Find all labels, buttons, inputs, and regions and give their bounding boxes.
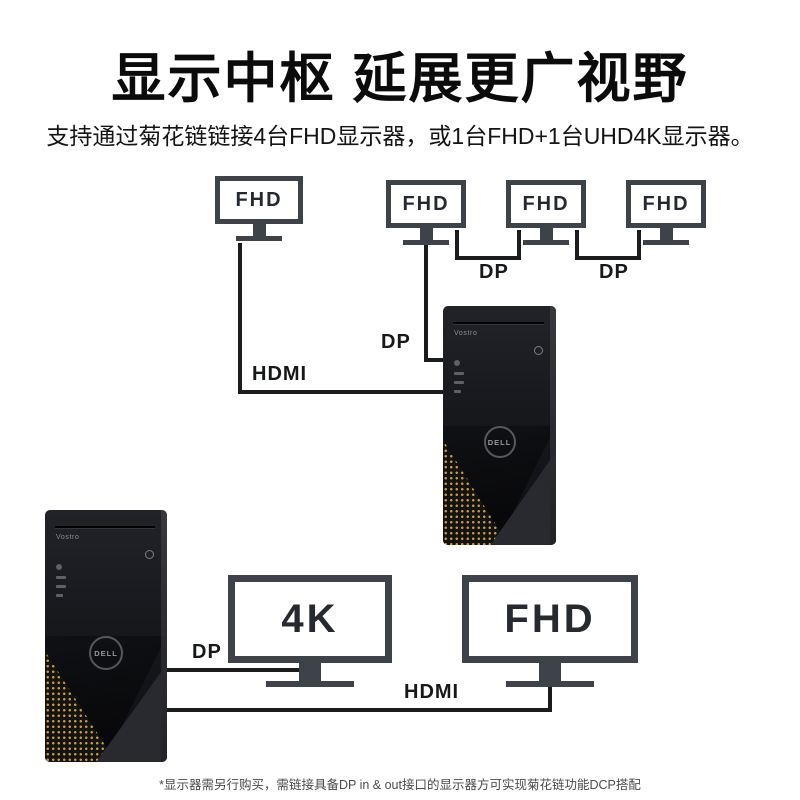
dell-logo-text: DELL — [94, 648, 118, 658]
monitor-stand-neck — [539, 663, 561, 681]
wire-dp-vertical — [424, 243, 428, 362]
monitor-screen: FHD — [626, 180, 706, 228]
wire-chain1-bottom — [455, 256, 521, 260]
wire-hdmi-horizontal — [238, 390, 446, 394]
monitor-stand-neck — [539, 228, 553, 240]
audio-jack-icon — [454, 360, 460, 366]
monitor-screen: 4K — [228, 575, 392, 663]
monitor-fhd-1: FHD — [215, 176, 303, 241]
front-ports — [56, 564, 66, 597]
monitor-fhd-2: FHD — [386, 180, 466, 245]
monitor-stand-base — [506, 681, 594, 687]
usb-port-icon — [454, 381, 464, 384]
tower-model-text: Vostro — [454, 330, 478, 337]
monitor-stand-neck — [299, 663, 321, 681]
monitor-stand-base — [403, 240, 449, 245]
label-hdmi-bottom: HDMI — [404, 681, 460, 703]
label-dp-chain-2: DP — [599, 261, 629, 283]
monitor-screen: FHD — [215, 176, 303, 224]
wire-chain2-left — [575, 230, 579, 260]
monitor-stand-base — [266, 681, 354, 687]
wire-chain2-right — [637, 230, 641, 260]
monitor-fhd-3: FHD — [506, 180, 586, 245]
wire-dp-bottom — [165, 668, 302, 672]
usb-port-icon — [56, 585, 66, 588]
monitor-screen: FHD — [386, 180, 466, 228]
optical-drive-slot — [453, 322, 544, 325]
label-hdmi-tower: HDMI — [252, 363, 308, 385]
label-dp-bottom: DP — [192, 641, 222, 663]
label-dp-chain-1: DP — [479, 261, 509, 283]
page-title: 显示中枢 延展更广视野 — [111, 49, 689, 109]
wire-chain1-left — [455, 230, 459, 260]
wire-hdmi-bottom-vertical — [548, 685, 552, 712]
monitor-fhd-bottom: FHD — [462, 575, 638, 687]
dell-logo: DELL — [483, 426, 516, 458]
monitor-stand-base — [643, 240, 689, 245]
monitor-screen: FHD — [462, 575, 638, 663]
monitor-stand-neck — [659, 228, 673, 240]
wire-dp-horizontal — [424, 358, 446, 362]
monitor-label: FHD — [504, 596, 596, 641]
monitor-screen: FHD — [506, 180, 586, 228]
label-dp-tower: DP — [381, 331, 411, 353]
usb-port-icon — [454, 372, 464, 375]
audio-jack-icon — [56, 564, 62, 570]
monitor-label: FHD — [642, 192, 690, 215]
power-button-icon — [145, 550, 154, 559]
dell-logo: DELL — [89, 636, 123, 670]
monitor-4k: 4K — [228, 575, 392, 687]
dell-logo-text: DELL — [487, 437, 512, 447]
power-button-icon — [534, 346, 543, 355]
tower-model-text: Vostro — [56, 534, 80, 541]
footnote: *显示器需另行购买，需链接具备DP in & out接口的显示器方可实现菊花链功… — [159, 778, 641, 792]
monitor-label: FHD — [402, 192, 450, 215]
page-subtitle: 支持通过菊花链链接4台FHD显示器，或1台FHD+1台UHD4K显示器。 — [46, 123, 754, 149]
usb-port-icon — [56, 576, 66, 579]
wire-chain1-right — [517, 230, 521, 260]
desktop-tower-top: Vostro DELL — [443, 306, 556, 545]
monitor-label: FHD — [522, 192, 570, 215]
wire-hdmi-bottom-horizontal — [165, 708, 552, 712]
monitor-stand-base — [236, 236, 282, 241]
monitor-fhd-4: FHD — [626, 180, 706, 245]
monitor-stand-neck — [252, 224, 266, 236]
sd-slot-icon — [454, 390, 461, 393]
optical-drive-slot — [55, 526, 155, 529]
front-ports — [454, 360, 464, 393]
monitor-stand-neck — [419, 228, 433, 240]
monitor-label: FHD — [235, 188, 283, 211]
sd-slot-icon — [56, 594, 63, 597]
monitor-stand-base — [523, 240, 569, 245]
desktop-tower-bottom: Vostro DELL — [45, 510, 167, 762]
monitor-label: 4K — [281, 596, 339, 641]
wire-hdmi-vertical — [238, 243, 242, 394]
wire-chain2-bottom — [575, 256, 641, 260]
